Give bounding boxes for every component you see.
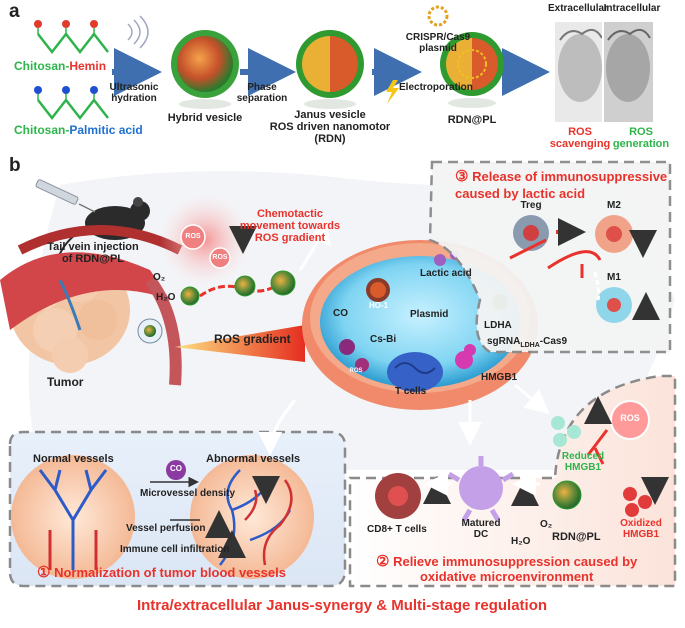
treg-label: Treg <box>520 200 542 211</box>
sgrna-subscript: LDHA <box>520 342 540 349</box>
m2-cell <box>595 215 633 253</box>
section3-title: ③ Release of immunosuppressive caused by… <box>455 168 667 202</box>
normal-vessels-image <box>11 455 135 579</box>
cd8-label: CD8+ T cells <box>367 524 427 535</box>
co-label: CO <box>333 308 348 319</box>
rdn-pl-sec2-label: RDN@PL <box>552 531 601 543</box>
intracellular-label: Intracellular <box>603 3 661 14</box>
o2-label: O₂ <box>153 272 166 283</box>
o2-sec2-label: O₂ <box>540 519 553 530</box>
abnormal-vessels-image <box>190 455 314 579</box>
ros-sec2-label: ROS <box>620 413 640 423</box>
section3-title-text: Release of immunosuppressive caused by l… <box>455 169 668 201</box>
matured-dc-cell <box>447 456 515 522</box>
ros-gradient-label: ROS gradient <box>214 332 291 346</box>
reduced-hmgb1-molecules <box>551 416 581 447</box>
h2o-sec2-label: H₂O <box>511 536 531 547</box>
matured-dc-label: Matured DC <box>461 518 501 540</box>
m2-label: M2 <box>607 200 621 211</box>
section1-title-text: Normalization of tumor blood vessels <box>54 565 286 580</box>
chitosan-palmitic-prefix: Chitosan- <box>14 123 70 137</box>
m1-cell <box>596 287 632 323</box>
lactic-acid-label: Lactic acid <box>420 268 472 279</box>
microvessel-density-label: Microvessel density <box>140 488 236 499</box>
nanomotor-spheres <box>137 270 296 344</box>
phase-separation-label: Phase separation <box>236 82 288 104</box>
hybrid-vesicle-sphere <box>171 30 239 109</box>
hmgb1-label: HMGB1 <box>481 372 518 383</box>
chitosan-palmitic-structure <box>34 86 109 121</box>
vessel-perfusion-label: Vessel perfusion <box>126 523 206 534</box>
tumor-tissue <box>0 225 183 386</box>
tail-vein-label: Tail vein injection of RDN@PL <box>47 241 139 266</box>
section2-title: ② Relieve immunosuppression caused by ox… <box>376 553 637 585</box>
rdn-pl-label: RDN@PL <box>447 114 497 126</box>
chitosan-palmitic-suffix: Palmitic acid <box>69 123 143 137</box>
section1-title: ① Normalization of tumor blood vessels <box>37 564 286 582</box>
m1-label: M1 <box>607 272 621 283</box>
janus-face-statue <box>555 22 653 122</box>
ultrasonic-hydration-label: Ultrasonic hydration <box>109 82 159 104</box>
h2o-label: H₂O <box>156 292 176 303</box>
oxidized-hmgb1-label: Oxidized HMGB1 <box>620 518 662 540</box>
electroporation-label: Electroporation <box>399 82 473 93</box>
plasmid-label: Plasmid <box>410 309 449 320</box>
chitosan-palmitic-label: Chitosan-Palmitic acid <box>14 123 143 137</box>
t-cells-label: T cells <box>395 386 427 397</box>
chitosan-hemin-prefix: Chitosan- <box>14 59 70 73</box>
immune-cell-infiltration-label: Immune cell infiltration <box>120 544 230 555</box>
janus-vesicle-sphere <box>296 30 364 109</box>
hybrid-vesicle-label: Hybrid vesicle <box>167 112 243 124</box>
normal-vessels-label: Normal vessels <box>33 453 114 465</box>
rdn-pl-sphere <box>440 32 504 108</box>
ho1-label: HO-1 <box>369 301 389 310</box>
syringe-icon <box>35 179 96 213</box>
ros-generation-label: ROS generation <box>612 126 670 151</box>
panel-b-label: b <box>9 155 21 176</box>
ros-bubble-2: ROS <box>212 254 228 261</box>
janus-vesicle-label: Janus vesicle ROS driven nanomotor (RDN) <box>269 109 391 146</box>
plasmid-ring-icon <box>427 5 449 27</box>
ultrasonic-waves-icon <box>127 15 149 49</box>
lightning-icon <box>386 80 399 104</box>
section1-number: ① <box>37 564 51 581</box>
cd8-t-cell <box>375 473 421 519</box>
normal-vessel-tree <box>38 469 108 570</box>
ros-scavenging-label: ROS scavenging <box>549 126 611 151</box>
ldha-label: LDHA <box>484 320 512 331</box>
chemotactic-label: Chemotactic movement towards ROS gradien… <box>239 208 341 245</box>
co-sec1-label: CO <box>170 464 182 473</box>
section2-title-text: Relieve immunosuppression caused by oxid… <box>393 554 638 585</box>
section2-number: ② <box>376 553 390 570</box>
chitosan-hemin-suffix: Hemin <box>69 59 107 73</box>
sgrna-label: sgRNALDHA-Cas9 <box>487 336 567 350</box>
ros-bubble-1: ROS <box>185 233 201 240</box>
rdn-pl-small-sphere <box>552 480 582 510</box>
abnormal-vessels-label: Abnormal vessels <box>206 453 301 465</box>
section3-number: ③ <box>455 168 469 185</box>
ros-gradient-wedge <box>175 325 305 362</box>
extracellular-label: Extracellular <box>547 3 609 14</box>
tumor-label: Tumor <box>47 375 84 389</box>
panel-a-label: a <box>9 1 20 22</box>
chitosan-hemin-structure <box>34 20 109 55</box>
footer-caption: Intra/extracellular Janus-synergy & Mult… <box>136 597 548 614</box>
sgrna-text: sgRNA <box>487 336 521 347</box>
reduced-hmgb1-label: Reduced HMGB1 <box>561 451 605 473</box>
crispr-plasmid-label: CRISPR/Cas9 plasmid <box>405 32 471 54</box>
cas9-text: -Cas9 <box>539 336 568 347</box>
cs-bi-label: Cs-Bi <box>370 334 397 345</box>
chitosan-hemin-label: Chitosan-Hemin <box>14 59 107 73</box>
treg-cell <box>513 215 549 251</box>
co-molecule-icon <box>166 460 186 480</box>
ros-cell-label-1: ROS <box>349 368 363 374</box>
